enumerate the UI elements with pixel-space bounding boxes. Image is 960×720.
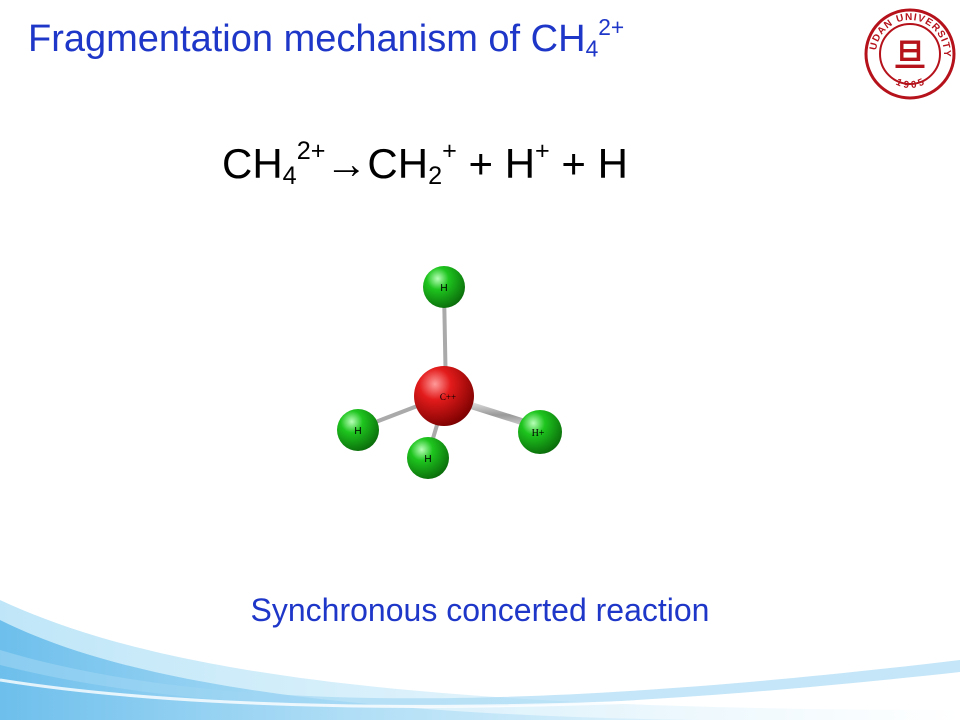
slide-title: Fragmentation mechanism of CH42+ <box>28 14 624 63</box>
atom-label: H <box>424 454 431 465</box>
plus-sign: + <box>456 139 505 187</box>
product-ch2: CH <box>367 139 429 187</box>
logo-emblem: 旦 <box>894 36 926 74</box>
title-text: Fragmentation mechanism of CH <box>28 17 586 60</box>
ch4-molecule-model: H H C++ H H+ <box>337 266 562 479</box>
decorative-waves <box>0 600 960 720</box>
reaction-equation: CH42+→CH2+ + H+ + H <box>222 136 628 191</box>
plus-sign: + <box>549 139 598 187</box>
reactant-subscript: 4 <box>282 162 297 191</box>
product-ch2-superscript: + <box>442 137 457 165</box>
product-ch2-subscript: 2 <box>428 162 443 191</box>
title-subscript: 4 <box>585 35 599 62</box>
logo-year: 1 9 0 5 <box>894 77 926 91</box>
atom-label: H+ <box>532 428 545 439</box>
product-h-ion-superscript: + <box>535 137 550 165</box>
reactant: CH <box>222 139 283 187</box>
reactant-superscript: 2+ <box>296 137 326 165</box>
fudan-university-logo: FUDAN UNIVERSITY 1 9 0 5 旦 <box>864 8 956 100</box>
atom-label: H <box>354 426 361 437</box>
reaction-arrow: → <box>325 139 368 187</box>
slide-caption: Synchronous concerted reaction <box>250 592 710 628</box>
hydrogen-ion-atom: H+ <box>518 410 562 454</box>
carbon-atom: C++ <box>414 366 474 426</box>
hydrogen-atom-bottom: H <box>407 437 449 479</box>
hydrogen-atom-top: H <box>423 266 465 308</box>
product-h-ion: H <box>504 139 536 187</box>
svg-text:1 9 0 5: 1 9 0 5 <box>894 77 926 91</box>
atom-label: H <box>440 283 447 294</box>
atom-label: C++ <box>440 392 456 402</box>
hydrogen-atom-left: H <box>337 409 379 451</box>
product-h: H <box>597 139 628 187</box>
title-superscript: 2+ <box>598 14 625 40</box>
